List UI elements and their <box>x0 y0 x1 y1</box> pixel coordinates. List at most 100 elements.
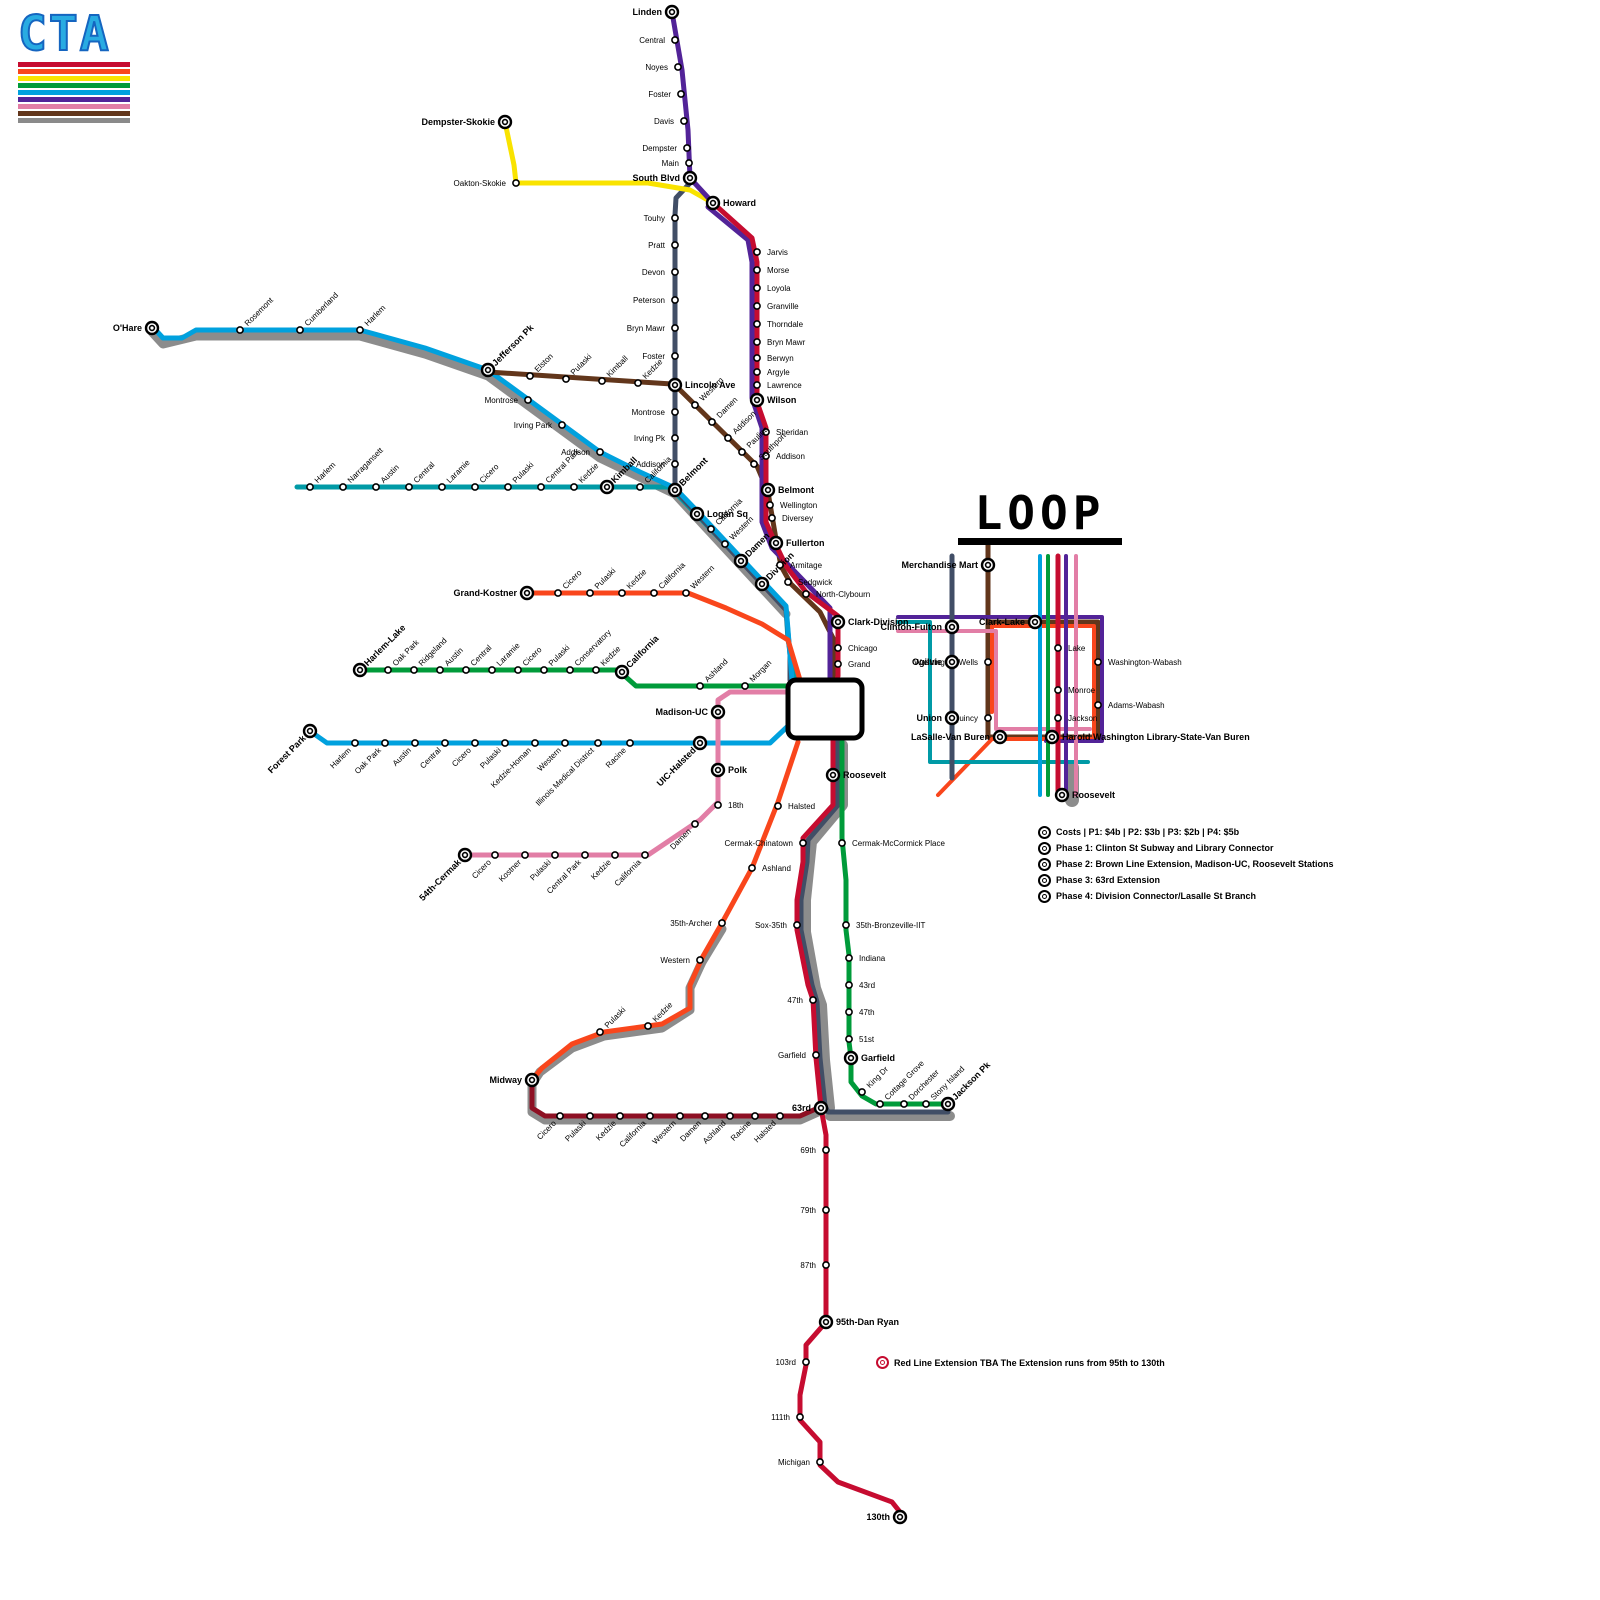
station-marker <box>148 324 156 332</box>
station-marker <box>436 666 444 674</box>
station-label: Montrose <box>632 408 666 417</box>
station-marker <box>696 956 704 964</box>
station-marker <box>566 666 574 674</box>
line-blue-forest-park <box>307 723 791 746</box>
station-label: 103rd <box>776 1358 796 1367</box>
station-label: Chicago <box>848 644 878 653</box>
station-marker <box>306 483 314 491</box>
station-marker <box>753 266 761 274</box>
station-label: Loyola <box>767 284 791 293</box>
station-marker <box>796 1413 804 1421</box>
station-label: Garfield <box>778 1051 806 1060</box>
station-label: 79th <box>800 1206 816 1215</box>
station-label: Dempster-Skokie <box>421 117 495 127</box>
station-marker <box>683 144 691 152</box>
station-marker <box>753 396 761 404</box>
station-marker <box>766 501 774 509</box>
station-marker <box>753 248 761 256</box>
station-marker <box>685 159 693 167</box>
station-label: Addison <box>636 460 665 469</box>
station-label: 130th <box>866 1512 890 1522</box>
station-label: 47th <box>859 1008 875 1017</box>
station-marker <box>411 739 419 747</box>
station-marker <box>562 375 570 383</box>
station-label: Clark-Division <box>848 617 909 627</box>
station-label: Oak Park <box>353 745 384 776</box>
station-label: 87th <box>800 1261 816 1270</box>
station-marker <box>611 851 619 859</box>
station-label: Belmont <box>778 485 814 495</box>
construction-casing-1 <box>527 924 727 1089</box>
station-marker <box>471 483 479 491</box>
station-marker <box>858 1088 866 1096</box>
station-marker <box>686 174 694 182</box>
line-purple-north <box>669 9 716 206</box>
station-label: Berwyn <box>767 354 794 363</box>
station-label: Pulaski <box>547 643 572 668</box>
station-marker <box>829 771 837 779</box>
station-marker <box>762 428 770 436</box>
station-label: Central <box>639 36 665 45</box>
station-marker <box>996 733 1004 741</box>
station-label: Cermak-McCormick Place <box>852 839 945 848</box>
station-label: Cicero <box>478 462 501 485</box>
station-label: 18th <box>728 801 744 810</box>
station-label: Polk <box>728 765 748 775</box>
station-marker <box>696 682 704 690</box>
cta-logo: CTA <box>17 9 138 125</box>
station-marker <box>762 452 770 460</box>
station-marker <box>671 268 679 276</box>
station-label: Addison <box>731 409 758 436</box>
station-marker <box>523 589 531 597</box>
station-marker <box>558 421 566 429</box>
station-marker <box>758 580 766 588</box>
station-marker <box>682 589 690 597</box>
station-marker <box>556 1112 564 1120</box>
station-marker <box>586 589 594 597</box>
station-marker <box>802 590 810 598</box>
station-marker <box>693 510 701 518</box>
station-label: Lincoln Ave <box>685 380 735 390</box>
station-label: Cicero <box>450 745 473 768</box>
station-marker <box>581 851 589 859</box>
station-label: Sedgwick <box>798 578 833 587</box>
station-marker <box>339 483 347 491</box>
red-station-icon <box>876 1356 889 1369</box>
phase-legend: Costs | P1: $4b | P2: $3b | P3: $2b | P4… <box>1038 824 1334 904</box>
station-label: California <box>613 857 644 888</box>
construction-casing-3 <box>801 740 848 1113</box>
station-label: Bryn Mawr <box>767 338 806 347</box>
line-green-west <box>357 667 791 689</box>
station-label: Lawrence <box>767 381 802 390</box>
station-marker <box>528 1076 536 1084</box>
legend-row: Phase 4: Division Connector/Lasalle St B… <box>1038 888 1334 904</box>
station-label: Morse <box>767 266 790 275</box>
station-marker <box>603 483 611 491</box>
station-marker <box>809 996 817 1004</box>
station-label: Main <box>662 159 679 168</box>
station-marker <box>812 1051 820 1059</box>
station-marker <box>671 460 679 468</box>
station-label: LaSalle-Van Buren <box>911 732 990 742</box>
station-marker <box>501 118 509 126</box>
station-marker <box>922 1100 930 1108</box>
station-marker <box>671 36 679 44</box>
station-label: Sox-35th <box>755 921 787 930</box>
logo-stripe <box>18 111 130 116</box>
station-marker <box>748 864 756 872</box>
station-icon <box>1038 889 1051 903</box>
station-marker <box>671 214 679 222</box>
station-marker <box>592 666 600 674</box>
station-label: Laramie <box>445 458 472 485</box>
station-label: Austin <box>391 746 413 768</box>
station-icon <box>1038 873 1051 887</box>
station-label: Cottage Grove <box>883 1058 927 1102</box>
station-label: Belmont <box>677 455 710 488</box>
station-label: Pulaski <box>478 746 503 771</box>
station-label: Davis <box>654 117 674 126</box>
station-marker <box>1058 791 1066 799</box>
station-marker <box>774 802 782 810</box>
station-label: Bryn Mawr <box>627 324 666 333</box>
station-marker <box>372 483 380 491</box>
station-label: 35th-Archer <box>670 919 712 928</box>
